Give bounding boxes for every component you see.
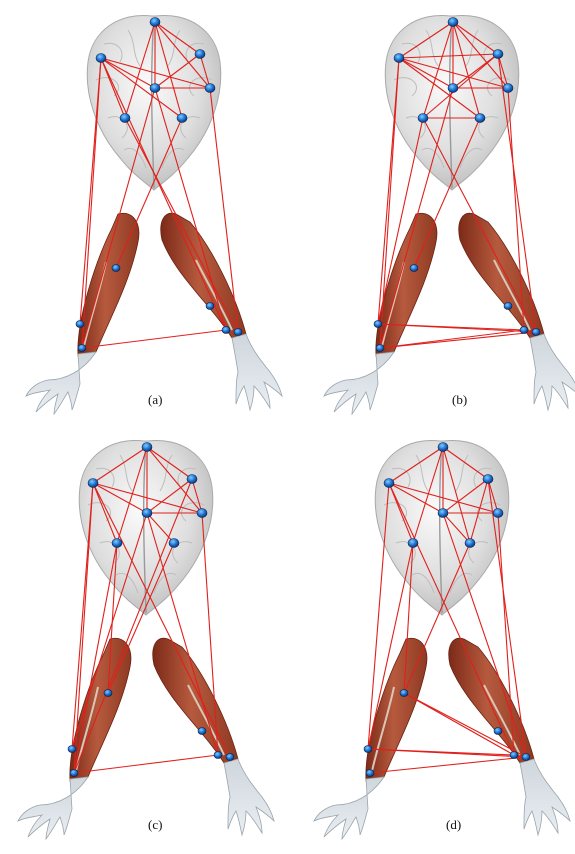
brain-illustration [385, 15, 519, 190]
electrode-node [465, 539, 475, 548]
electrode-node [494, 728, 502, 735]
panel-label: (b) [452, 392, 467, 408]
electrode-node [438, 509, 448, 518]
electrode-node [364, 746, 372, 753]
electrode-node [142, 509, 152, 518]
electrode-node [418, 114, 428, 123]
electrode-node [195, 50, 205, 59]
electrode-node [120, 114, 130, 123]
electrode-node [438, 443, 448, 452]
electrode-node [169, 539, 179, 548]
panel-c [18, 440, 274, 839]
electrode-node [150, 18, 160, 27]
panel-a [26, 15, 282, 414]
electrode-node [150, 84, 160, 93]
electrode-node [78, 345, 86, 352]
electrode-node [142, 443, 152, 452]
panel-label: (c) [148, 817, 162, 833]
connection-line [370, 757, 526, 773]
electrode-node [448, 84, 458, 93]
electrode-node [483, 475, 493, 484]
electrode-node [493, 50, 503, 59]
electrode-node [504, 303, 512, 310]
electrode-node [475, 114, 485, 123]
electrode-node [394, 54, 404, 63]
electrode-node [493, 509, 503, 518]
electrode-node [384, 479, 394, 488]
electrode-node [112, 539, 122, 548]
electrode-node [214, 752, 222, 759]
panel-label: (a) [148, 392, 162, 408]
electrode-node [408, 539, 418, 548]
electrode-node [205, 84, 215, 93]
panel-label: (d) [446, 817, 461, 833]
electrode-node [222, 327, 230, 334]
electrode-node [520, 327, 528, 334]
electrode-node [187, 475, 197, 484]
electrode-node [88, 479, 98, 488]
electrode-node [522, 754, 530, 761]
electrode-node [366, 770, 374, 777]
electrode-node [234, 329, 242, 336]
panel-b [324, 15, 575, 414]
electrode-node [104, 690, 112, 697]
brain-illustration [87, 15, 221, 190]
electrode-node [76, 321, 84, 328]
left-arm-illustration [26, 213, 139, 414]
electrode-node [374, 321, 382, 328]
panel-d [314, 440, 570, 839]
right-arm-illustration [449, 638, 570, 835]
electrode-node [198, 728, 206, 735]
electrode-node [177, 114, 187, 123]
electrode-node [410, 265, 418, 272]
electrode-node [206, 303, 214, 310]
electrode-node [532, 329, 540, 336]
electrode-node [226, 754, 234, 761]
right-arm-illustration [153, 638, 274, 835]
electrode-node [197, 509, 207, 518]
brain-illustration [375, 440, 509, 615]
electrode-node [112, 265, 120, 272]
electrode-node [96, 54, 106, 63]
right-arm-illustration [459, 213, 575, 410]
electrode-node [70, 770, 78, 777]
connection-line [380, 332, 536, 348]
electrode-node [510, 752, 518, 759]
left-arm-illustration [18, 638, 131, 839]
right-arm-illustration [161, 213, 282, 410]
electrode-node [400, 690, 408, 697]
electrode-node [376, 345, 384, 352]
electrode-node [503, 84, 513, 93]
electrode-node [448, 18, 458, 27]
electrode-node [68, 746, 76, 753]
